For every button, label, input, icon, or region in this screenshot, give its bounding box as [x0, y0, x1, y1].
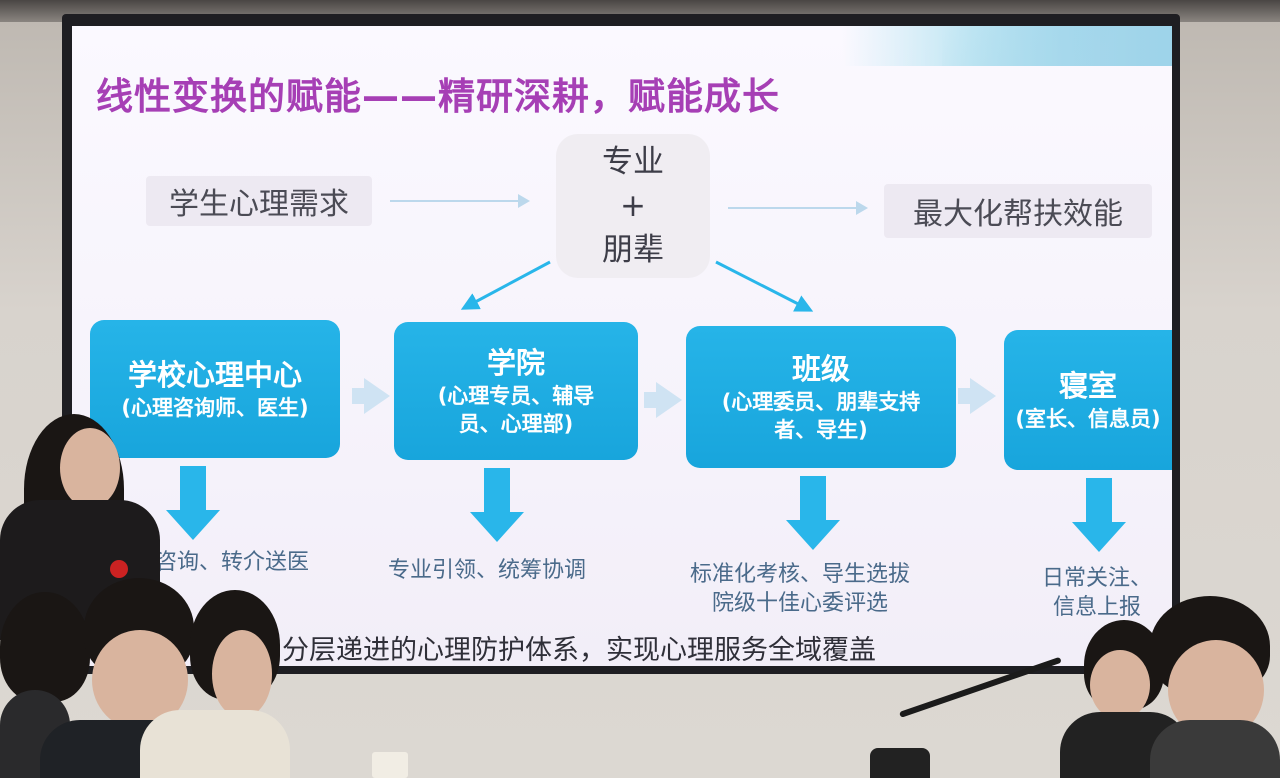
- level-chevron-tail: [958, 388, 970, 404]
- level-action-college: 专业引领、统筹协调: [372, 556, 602, 585]
- action-line-2: 院级十佳心委评选: [711, 591, 888, 616]
- action-line-1: 日常关注、: [1041, 566, 1152, 591]
- input-label: 学生心理需求: [146, 176, 372, 226]
- action-line-1: 咨询、转介送医: [154, 550, 309, 575]
- level-box-class: 班级 (心理委员、朋辈支持 者、导生): [686, 326, 956, 468]
- action-line-1: 专业引领、统筹协调: [387, 558, 586, 583]
- arrow-to-class: [715, 260, 814, 312]
- level-box-dorm: 寝室 (室长、信息员): [1004, 330, 1172, 470]
- level-members: (心理咨询师、医生): [121, 396, 309, 420]
- microphone-base: [870, 748, 930, 778]
- level-action-school: 咨询、转介送医: [132, 548, 332, 577]
- level-name: 班级: [791, 352, 850, 386]
- level-chevron: [970, 378, 996, 414]
- slide-title: 线性变换的赋能——精研深耕，赋能成长: [96, 75, 780, 118]
- level-box-college: 学院 (心理专员、辅导 员、心理部): [394, 322, 638, 460]
- level-members-line-1: (心理委员、朋辈支持: [721, 390, 921, 414]
- output-arrow: [728, 201, 868, 215]
- arrow-to-college: [460, 260, 551, 310]
- slide-corner-accent-2: [942, 26, 1172, 66]
- level-chevron-tail: [352, 388, 364, 404]
- slide: 线性变换的赋能——精研深耕，赋能成长 学生心理需求 专业 + 朋辈 最大化帮扶效…: [72, 26, 1172, 666]
- center-line-3: 朋辈: [602, 232, 664, 268]
- level-name: 学校心理中心: [127, 358, 302, 392]
- level-box-school: 学校心理中心 (心理咨询师、医生): [90, 320, 340, 458]
- level-name: 学院: [486, 346, 545, 380]
- level-members-line-1: (心理专员、辅导: [437, 384, 595, 408]
- level-members: (室长、信息员): [1015, 407, 1161, 431]
- paper-cup: [372, 752, 408, 778]
- output-label: 最大化帮扶效能: [884, 184, 1152, 238]
- level-chevron: [656, 382, 682, 418]
- slide-footer: 分层递进的心理防护体系，实现心理服务全域覆盖: [282, 635, 876, 666]
- level-chevron-tail: [644, 392, 656, 408]
- level-action-class: 标准化考核、导生选拔 院级十佳心委评选: [670, 560, 930, 618]
- action-line-2: 信息上报: [1052, 595, 1141, 620]
- level-members-line-2: 员、心理部): [458, 412, 574, 436]
- center-box: 专业 + 朋辈: [556, 134, 710, 278]
- level-members-line-2: 者、导生): [774, 418, 868, 442]
- center-line-1: 专业: [602, 144, 664, 180]
- level-action-dorm: 日常关注、 信息上报: [1032, 564, 1162, 622]
- diagonal-arrows: [460, 260, 814, 312]
- level-name: 寝室: [1058, 369, 1117, 403]
- level-chevron: [364, 378, 390, 414]
- input-arrow: [390, 194, 530, 208]
- center-line-2: +: [620, 188, 646, 224]
- action-line-1: 标准化考核、导生选拔: [689, 562, 910, 587]
